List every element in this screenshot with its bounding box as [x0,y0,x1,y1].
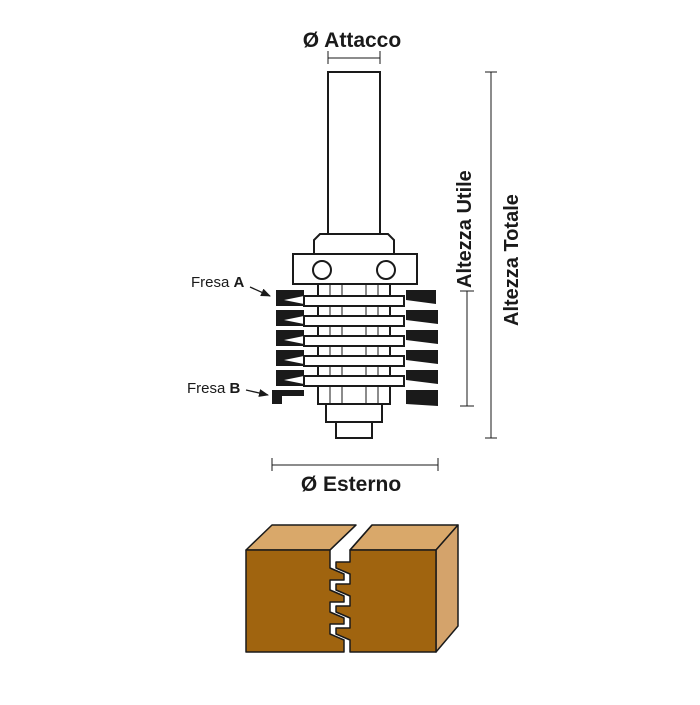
cutter-b-label: Fresa B [187,380,241,397]
total-height-label: Altezza Totale [501,194,523,326]
nut-lower [335,421,373,439]
right-block-front [335,549,437,653]
shank [327,71,381,235]
shank-diameter-dimension: Ø Attacco [303,29,401,64]
cutter-a-label: Fresa A [191,274,245,291]
arrow-right-icon [249,286,271,297]
cutter-teeth-right [406,290,438,406]
useful-height-label: Altezza Utile [454,170,476,288]
cutter-teeth-left [272,290,304,404]
outer-diameter-label: Ø Esterno [301,473,401,496]
spacer-discs [303,295,405,387]
left-block-front [245,549,345,653]
cutter-a-callout: Fresa A [191,274,271,297]
hole-right-icon [376,260,396,280]
arrow-right-icon [245,389,269,397]
joint-top-line [329,524,357,551]
bearing-block [292,253,418,285]
finger-joint-illustration [245,524,459,653]
outer-diameter-dimension: Ø Esterno [271,458,439,496]
left-block-top [245,524,357,551]
shank-diameter-label: Ø Attacco [303,29,401,52]
joint-top-line-right [349,524,373,551]
hole-left-icon [312,260,332,280]
useful-height-dimension: Altezza Utile [454,170,476,407]
shank-collar [313,233,395,255]
nut-upper [325,403,383,423]
router-bit [292,71,418,439]
total-height-dimension: Altezza Totale [485,71,523,439]
cutter-b-callout: Fresa B [187,380,269,397]
